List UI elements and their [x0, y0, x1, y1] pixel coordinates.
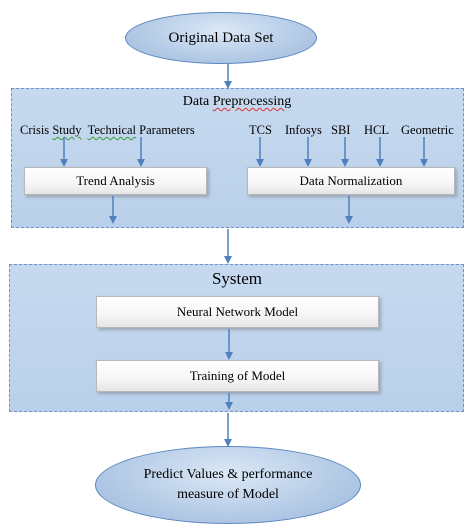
training-of-model-label: Training of Model	[189, 368, 286, 383]
system-title: System	[211, 269, 263, 288]
input-parameters: Parameters	[139, 123, 195, 137]
input-crisis: Crisis	[20, 123, 53, 137]
predict-values-line1: Predict Values & performance	[143, 467, 313, 482]
left-input-labels: Crisis Study Technical Parameters	[20, 123, 195, 138]
input-tcs: TCS	[249, 123, 272, 137]
trend-analysis-box: Trend Analysis	[24, 167, 207, 195]
neural-network-model-box: Neural Network Model	[96, 296, 379, 328]
original-data-set-node: Original Data Set	[125, 12, 317, 64]
input-geometric: Geometric	[401, 123, 454, 137]
data-normalization-label: Data Normalization	[299, 173, 403, 188]
input-technical: Technical	[87, 123, 137, 137]
input-study: Study	[52, 123, 82, 137]
input-infosys: Infosys	[285, 123, 322, 137]
input-hcl: HCL	[364, 123, 389, 137]
input-sbi: SBI	[331, 123, 351, 137]
preprocessing-word: Preprocessing	[212, 94, 292, 109]
predict-values-line2: measure of Model	[177, 487, 279, 502]
data-normalization-box: Data Normalization	[247, 167, 455, 195]
neural-network-model-label: Neural Network Model	[176, 304, 299, 319]
data-preprocessing-title: Data Preprocessing	[182, 94, 292, 109]
trend-analysis-label: Trend Analysis	[76, 173, 155, 188]
predict-values-node: Predict Values & performance measure of …	[95, 446, 361, 524]
training-of-model-box: Training of Model	[96, 360, 379, 392]
data-preprocessing-panel	[11, 88, 464, 228]
original-data-set-label: Original Data Set	[168, 29, 274, 46]
